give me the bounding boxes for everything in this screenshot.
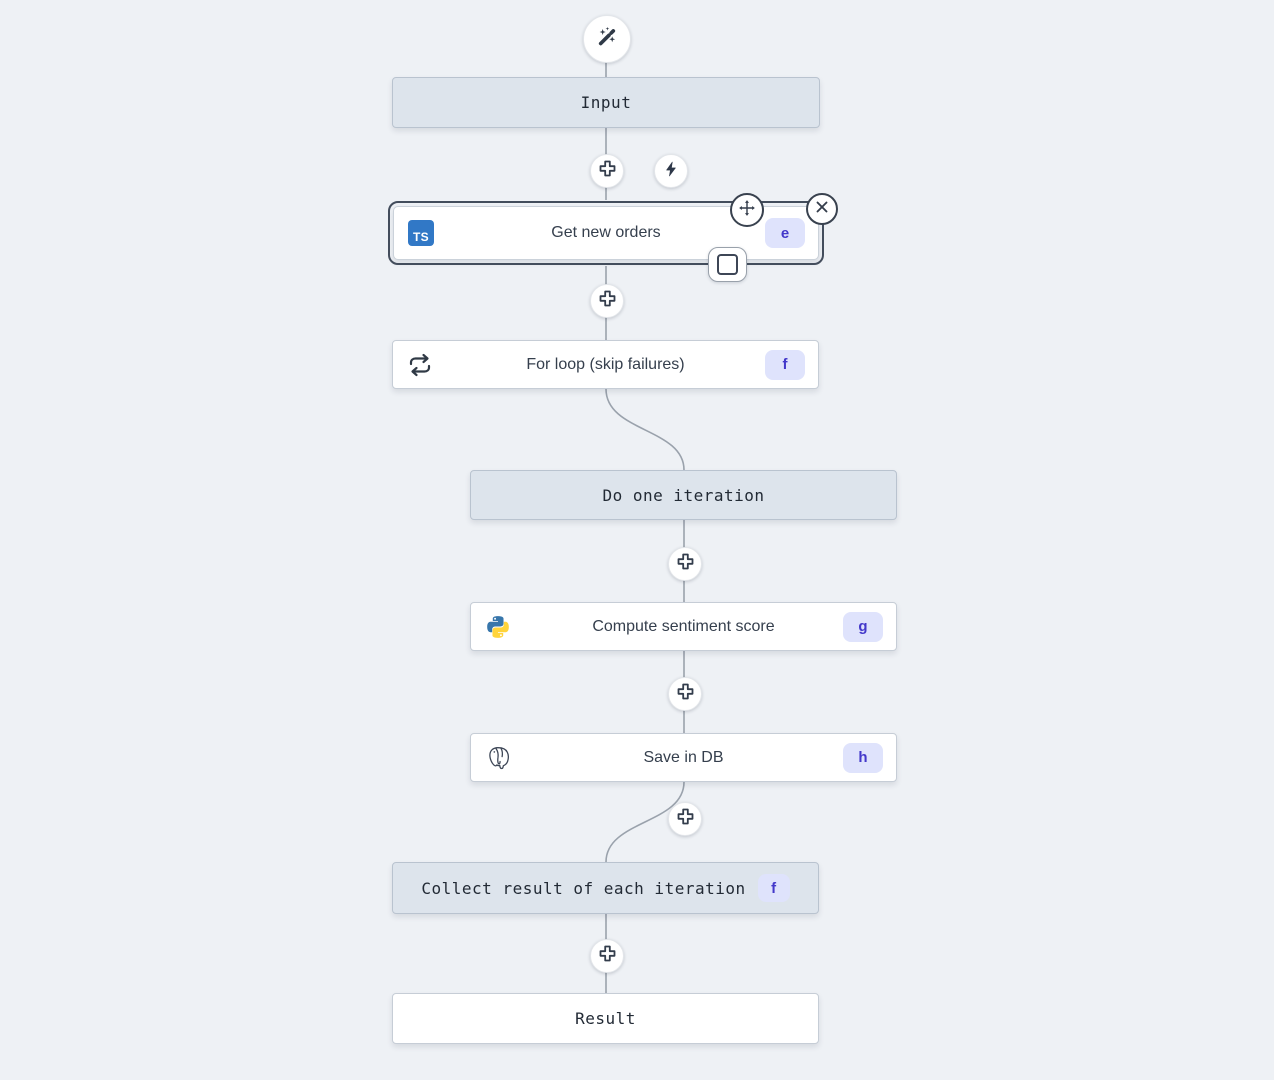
close-icon — [815, 200, 829, 219]
step-id-badge: f — [765, 349, 805, 380]
plus-icon — [599, 290, 616, 312]
node-for-loop[interactable]: For loop (skip failures) f — [392, 340, 819, 389]
add-trigger-button[interactable] — [654, 154, 688, 188]
node-save-in-db[interactable]: Save in DB h — [470, 733, 897, 782]
add-step-button[interactable] — [590, 284, 624, 318]
step-id-badge: h — [843, 742, 883, 773]
early-stop-button[interactable] — [708, 247, 747, 282]
remove-step-button[interactable] — [806, 193, 838, 225]
magic-wand-icon — [594, 24, 620, 55]
plus-icon — [599, 945, 616, 967]
step-id-badge: e — [765, 218, 805, 248]
plus-icon — [677, 683, 694, 705]
node-label: Get new orders — [551, 224, 661, 241]
postgresql-icon — [484, 744, 512, 772]
add-step-button[interactable] — [668, 802, 702, 836]
node-collect-result[interactable]: Collect result of each iteration f — [392, 862, 819, 914]
node-label: Result — [575, 1009, 636, 1028]
loop-icon — [406, 351, 434, 379]
node-do-one-iteration[interactable]: Do one iteration — [470, 470, 897, 520]
add-step-button[interactable] — [590, 939, 624, 973]
move-step-button[interactable] — [730, 193, 764, 227]
node-label: Input — [580, 93, 632, 112]
step-id-badge: f — [757, 874, 790, 902]
node-result[interactable]: Result — [392, 993, 819, 1044]
bolt-icon — [663, 161, 679, 182]
plus-icon — [599, 160, 616, 182]
ai-flow-builder-button[interactable] — [583, 15, 631, 63]
node-label: Save in DB — [643, 748, 724, 766]
plus-icon — [677, 808, 694, 830]
add-step-button[interactable] — [668, 677, 702, 711]
node-input[interactable]: Input — [392, 77, 820, 128]
node-label: For loop (skip failures) — [526, 355, 685, 373]
node-label: Do one iteration — [602, 485, 765, 505]
plus-icon — [677, 553, 694, 575]
step-id-badge: g — [843, 611, 883, 642]
node-compute-sentiment-score[interactable]: Compute sentiment score g — [470, 602, 897, 651]
stop-square-icon — [717, 254, 738, 275]
add-step-button[interactable] — [668, 547, 702, 581]
node-label: Collect result of each iteration — [421, 878, 746, 898]
typescript-icon: TS — [407, 219, 435, 247]
move-icon — [737, 198, 757, 223]
node-label: Compute sentiment score — [592, 617, 775, 635]
add-step-button[interactable] — [590, 154, 624, 188]
python-icon — [484, 613, 512, 641]
